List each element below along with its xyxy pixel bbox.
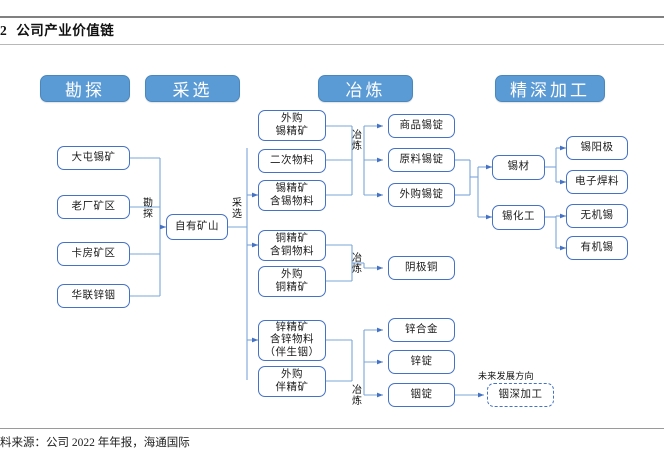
node-product-indium-ingot-label: 铟锭 (410, 388, 433, 400)
node-feed-purchased-zinc-concentrate-label: 外购 伴精矿 (275, 369, 309, 393)
banner-mining: 采选 (145, 75, 240, 102)
node-feed-purchased-zinc-concentrate: 外购 伴精矿 (258, 366, 326, 397)
node-future-indium-deep-processing: 铟深加工 (487, 383, 554, 407)
banner-exploration: 勘探 (40, 75, 130, 102)
node-feed-purchased-copper-concentrate: 外购 铜精矿 (258, 266, 326, 297)
banner-deep-processing: 精深加工 (495, 75, 605, 102)
stage-label-smelting-zinc: 冶 炼 (351, 385, 363, 407)
node-feed-purchased-tin-concentrate-label: 外购 锡精矿 (275, 113, 309, 137)
node-deep-tin-anode-label: 锡阳极 (580, 141, 614, 153)
stage-label-smelting-tin: 冶 炼 (351, 130, 363, 152)
node-product-purchased-tin-ingot: 外购锡锭 (388, 183, 455, 207)
stage-label-smelting-copper: 冶 炼 (351, 253, 363, 275)
stage-label-exploration-char-1: 勘 (143, 198, 153, 209)
node-feed-secondary-material-label: 二次物料 (270, 154, 314, 166)
node-product-commercial-tin-ingot: 商品锡锭 (388, 114, 455, 138)
banner-exploration-label: 勘探 (65, 81, 105, 100)
node-mine-datun-label: 大屯锡矿 (71, 151, 116, 163)
node-processing-tin-material-label: 锡材 (507, 161, 530, 173)
node-feed-secondary-material: 二次物料 (258, 149, 326, 173)
banner-smelting-label: 冶炼 (345, 81, 386, 100)
stage-label-smelting-tin-char-1: 冶 (352, 130, 362, 141)
node-mine-hualian-label: 华联锌铟 (71, 289, 116, 301)
node-product-purchased-tin-ingot-label: 外购锡锭 (399, 188, 444, 200)
stage-label-smelting-zinc-char-2: 炼 (352, 396, 362, 407)
node-feed-zinc-concentrate-label: 锌精矿 含锌物料 （伴生铟） (264, 321, 320, 358)
node-product-cathode-copper-label: 阴极铜 (405, 261, 438, 273)
node-feed-purchased-copper-concentrate-label: 外购 铜精矿 (275, 269, 309, 293)
node-future-indium-deep-processing-label: 铟深加工 (498, 388, 543, 400)
node-product-zinc-ingot: 锌锭 (388, 350, 455, 374)
node-mine-kafang-label: 卡房矿区 (71, 247, 116, 259)
node-product-commercial-tin-ingot-label: 商品锡锭 (399, 119, 444, 131)
node-product-zinc-alloy-label: 锌合金 (405, 323, 438, 335)
node-product-cathode-copper: 阴极铜 (388, 256, 455, 280)
node-processing-tin-chemical: 锡化工 (492, 205, 545, 230)
footer-rule (0, 428, 664, 429)
node-deep-inorganic-tin-label: 无机锡 (580, 209, 614, 221)
node-deep-electronic-solder: 电子焊料 (566, 170, 628, 194)
node-feed-copper-concentrate: 铜精矿 含铜物料 (258, 230, 326, 261)
node-deep-organic-tin: 有机锡 (566, 236, 628, 260)
node-deep-inorganic-tin: 无机锡 (566, 204, 628, 228)
banner-mining-label: 采选 (172, 81, 213, 100)
node-mine-laochang: 老厂矿区 (57, 195, 130, 219)
banner-smelting: 冶炼 (318, 75, 413, 102)
node-feed-tin-concentrate-label: 锡精矿 含锡物料 (270, 183, 314, 207)
node-mine-datun: 大屯锡矿 (57, 146, 130, 170)
page-title: 2 公司产业价值链 (0, 20, 340, 42)
node-feed-copper-concentrate-label: 铜精矿 含铜物料 (270, 233, 314, 257)
stage-label-exploration-char-2: 探 (143, 209, 153, 220)
node-mine-laochang-label: 老厂矿区 (71, 200, 116, 212)
node-deep-organic-tin-label: 有机锡 (580, 241, 614, 253)
node-product-raw-tin-ingot: 原料锡锭 (388, 148, 455, 172)
node-deep-electronic-solder-label: 电子焊料 (575, 175, 619, 187)
future-direction-annotation: 未来发展方向 (478, 369, 534, 382)
stage-label-smelting-zinc-char-1: 冶 (352, 385, 362, 396)
stage-label-smelting-tin-char-2: 炼 (352, 141, 362, 152)
stage-label-mining-char-1: 采 (232, 198, 242, 209)
figure-number: 2 (0, 23, 8, 38)
node-processing-tin-chemical-label: 锡化工 (502, 211, 535, 223)
node-processing-tin-material: 锡材 (492, 155, 545, 180)
node-product-zinc-alloy: 锌合金 (388, 318, 455, 342)
stage-label-mining-char-2: 选 (232, 209, 242, 220)
source-note: 料来源：公司 2022 年年报，海通国际 (0, 437, 190, 449)
node-mine-kafang: 卡房矿区 (57, 242, 130, 266)
stage-label-smelting-copper-char-2: 炼 (352, 264, 362, 275)
stage-label-exploration: 勘 探 (142, 198, 154, 220)
header-rule-bottom (0, 44, 664, 45)
stage-label-smelting-copper-char-1: 冶 (352, 253, 362, 264)
node-feed-tin-concentrate: 锡精矿 含锡物料 (258, 180, 326, 211)
node-product-indium-ingot: 铟锭 (388, 383, 455, 407)
figure-title-text: 公司产业价值链 (16, 23, 115, 38)
future-direction-annotation-label: 未来发展方向 (478, 371, 534, 381)
node-product-zinc-ingot-label: 锌锭 (410, 355, 433, 367)
node-product-raw-tin-ingot-label: 原料锡锭 (399, 153, 444, 165)
node-mine-hualian: 华联锌铟 (57, 284, 130, 308)
node-own-mine-label: 自有矿山 (175, 220, 219, 232)
stage-label-mining: 采 选 (231, 198, 243, 220)
banner-deep-processing-label: 精深加工 (510, 81, 590, 100)
node-feed-purchased-tin-concentrate: 外购 锡精矿 (258, 110, 326, 141)
node-own-mine: 自有矿山 (166, 214, 228, 240)
node-deep-tin-anode: 锡阳极 (566, 136, 628, 160)
header-rule-top (0, 16, 664, 18)
node-feed-zinc-concentrate: 锌精矿 含锌物料 （伴生铟） (258, 320, 326, 361)
